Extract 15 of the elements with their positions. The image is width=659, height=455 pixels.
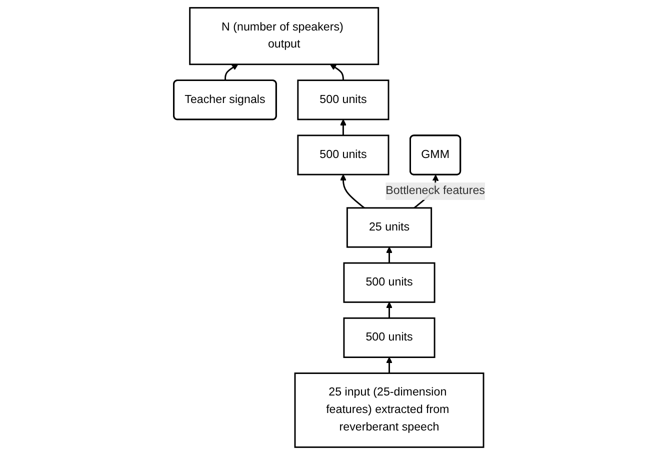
node-box: 500 units (297, 80, 390, 120)
arrow (386, 302, 393, 318)
arrow (386, 356, 393, 374)
node-box: 500 units (343, 317, 436, 358)
arrow (224, 64, 238, 81)
arrow (340, 174, 365, 208)
node-box: 500 units (297, 134, 390, 176)
arrow (330, 64, 344, 80)
node-box: 25 units (346, 207, 432, 248)
node-box: N (number of speakers) output (189, 7, 380, 66)
node-box: 500 units (343, 262, 436, 303)
arrow (340, 119, 346, 136)
edge-label: Bottleneck features (386, 184, 486, 198)
node-box: 25 input (25-dimension features) extracted from reverberant speech (294, 372, 484, 448)
arrow (386, 246, 393, 264)
